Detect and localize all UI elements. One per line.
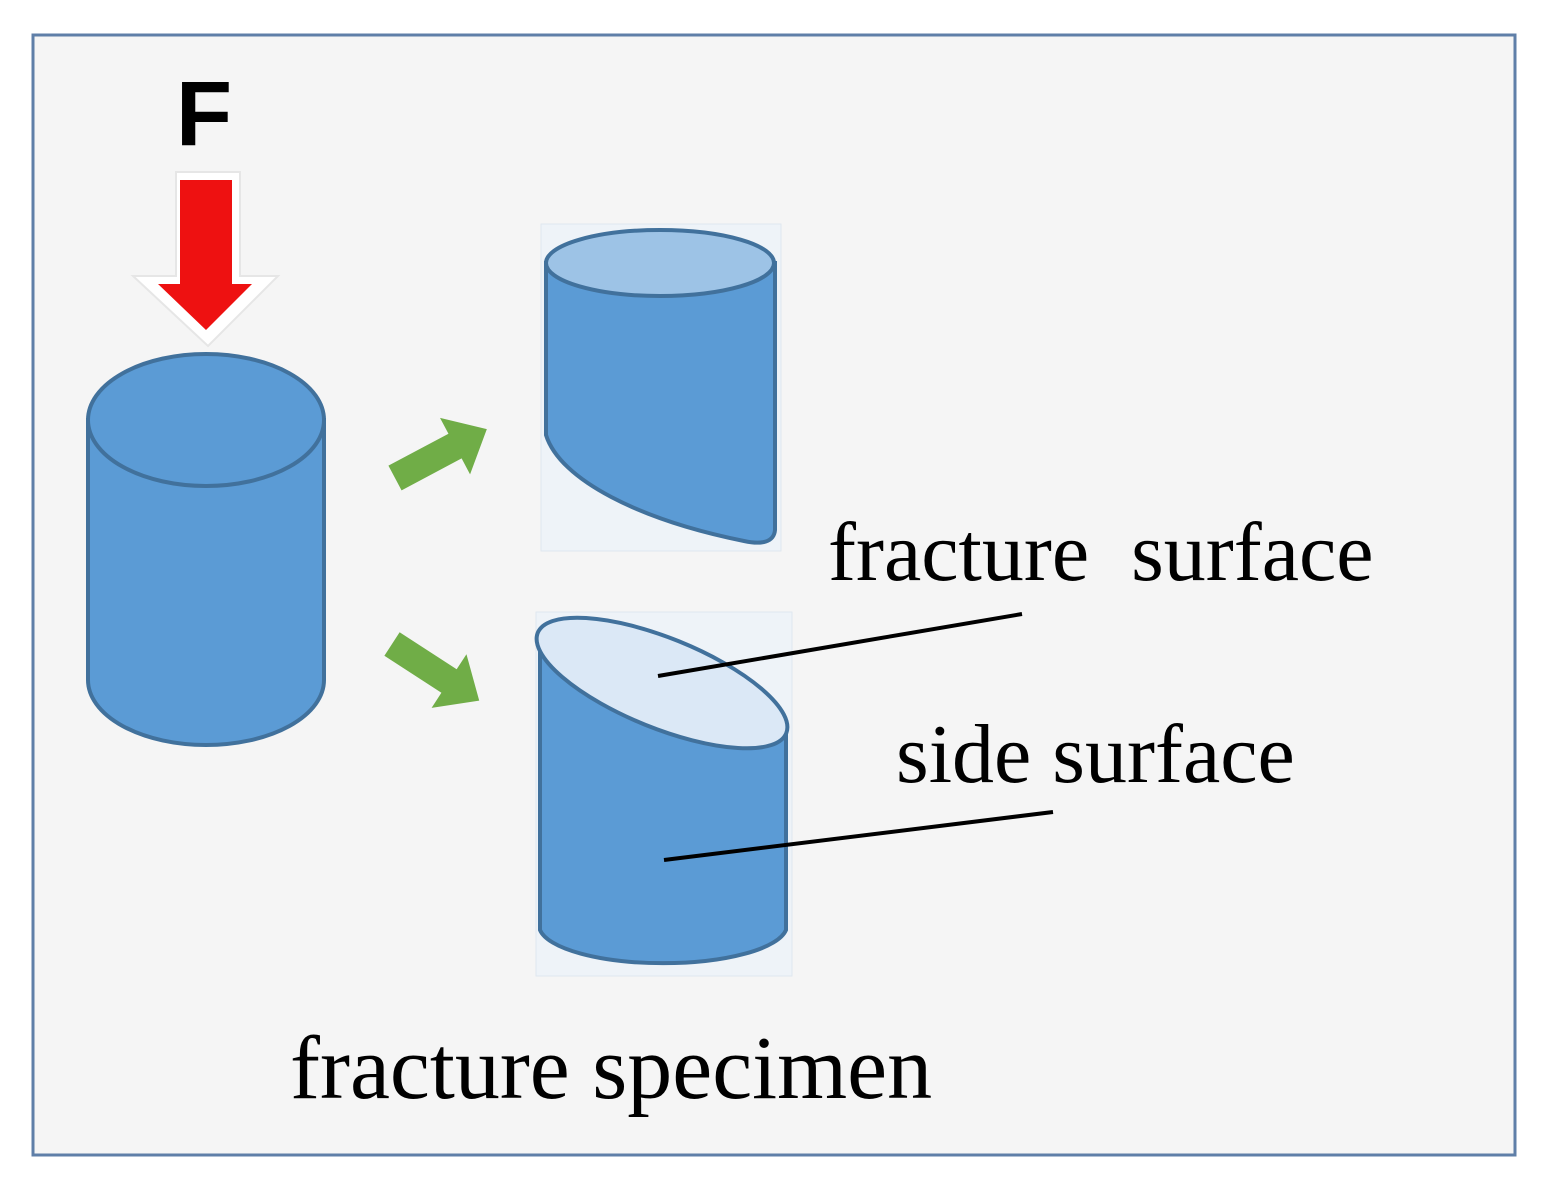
lower-fracture-piece <box>534 611 793 977</box>
fracture-surface-face <box>534 615 790 751</box>
fracture-surface-label: fracture surface <box>828 506 1374 599</box>
fracture-surface-leader-line <box>657 612 1023 678</box>
upper-piece-top-face <box>544 228 776 298</box>
side-surface-label: side surface <box>896 708 1295 801</box>
upper-flow-arrow-icon <box>388 417 487 491</box>
force-label: F <box>176 63 232 165</box>
intact-specimen-top-face <box>86 352 326 488</box>
upper-fracture-piece <box>540 223 782 552</box>
force-arrow-icon <box>130 171 281 348</box>
intact-specimen-cylinder <box>86 352 326 747</box>
lower-flow-arrow-icon <box>384 632 480 708</box>
side-surface-leader-line <box>663 810 1054 862</box>
caption-label: fracture specimen <box>290 1019 932 1118</box>
